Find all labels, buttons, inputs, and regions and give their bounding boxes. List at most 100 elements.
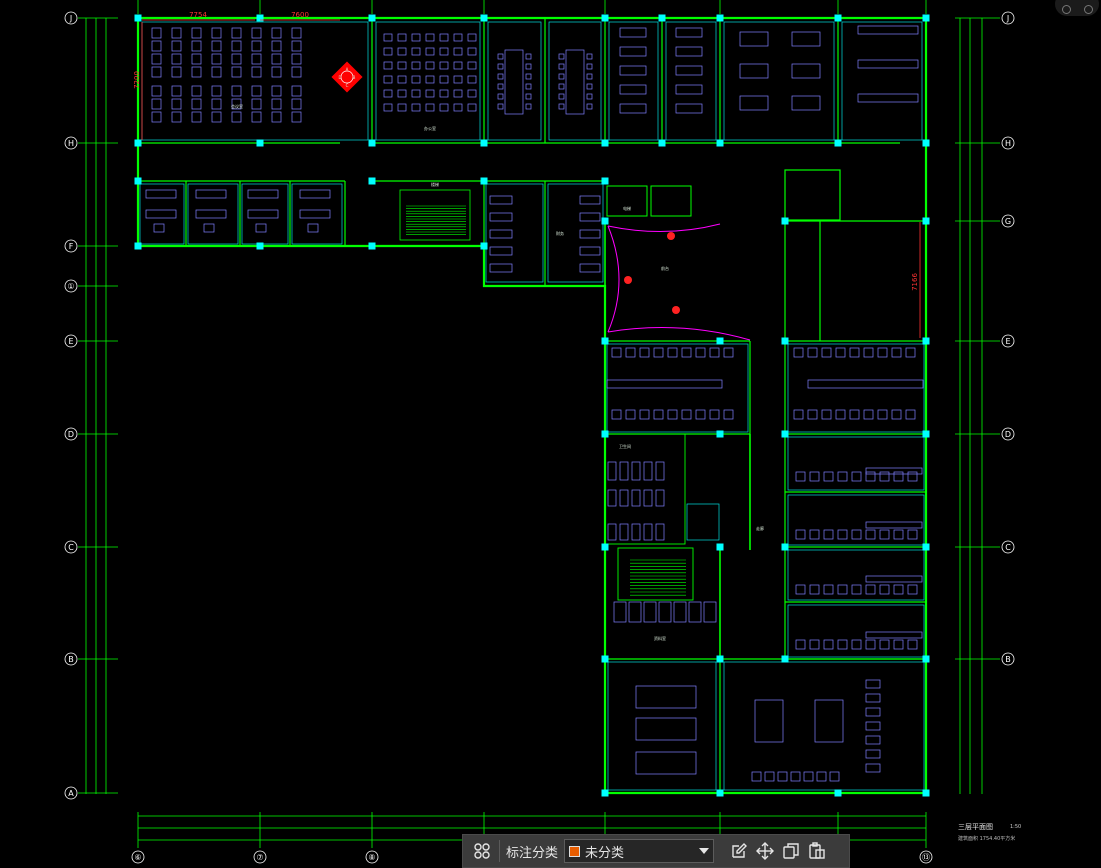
paste-icon[interactable] [804,838,830,864]
furniture-piece [171,98,182,110]
column-bubbles-bottom: ⑥ ⑦ ⑧ ⑬ [131,850,933,864]
furniture-piece [793,409,804,420]
furniture-piece [467,33,477,42]
furniture-piece [586,93,593,100]
furniture-piece [579,246,601,256]
furniture-piece [151,27,162,39]
dim-left-vertical: 7200 [133,71,141,89]
furniture-piece [809,471,820,482]
furniture-piece [619,489,629,507]
furniture-piece [255,223,267,233]
furniture-piece [558,53,565,60]
marker-c: C [346,83,349,88]
furniture-piece [467,47,477,56]
furniture-piece [857,25,919,35]
furniture-piece [863,347,874,358]
furniture-piece [151,53,162,65]
room-label-stair: 楼梯 [431,181,439,187]
furniture-piece [203,223,215,233]
furniture-piece [655,461,665,481]
furniture-piece [439,103,449,112]
furniture-piece [795,471,806,482]
grid-col-6: ⑥ [134,853,141,862]
furniture-piece [631,523,641,541]
layers-icon[interactable] [469,838,495,864]
room-label-finance: 财务 [556,230,564,236]
column-marker [716,337,724,345]
furniture-piece [411,47,421,56]
furniture-piece [619,27,647,38]
furniture-piece [195,209,227,219]
corridor-walls [604,221,751,659]
furniture-piece [151,66,162,78]
furniture-piece [231,53,242,65]
toolbar-divider [499,840,500,862]
furniture-piece [191,66,202,78]
furniture-piece [251,66,262,78]
furniture-piece [251,98,262,110]
grid-label-H: H [68,139,74,148]
furniture-layer [145,25,919,782]
furniture-piece [411,61,421,70]
furniture-piece [865,584,876,595]
furniture-piece [247,209,279,219]
furniture-piece [619,103,647,114]
furniture-piece [655,523,665,541]
furniture-piece [558,63,565,70]
lobby-arcs [607,223,751,341]
drawing-title: 三层平面图 [958,823,993,831]
furniture-piece [191,27,202,39]
furniture-piece [151,111,162,123]
furniture-piece [816,771,827,782]
furniture-piece [171,27,182,39]
column-marker [256,242,264,250]
furniture-piece [439,89,449,98]
view-toggle-button[interactable] [1055,0,1099,16]
furniture-piece [453,89,463,98]
furniture-piece [681,409,692,420]
furniture-piece [211,98,222,110]
category-label: 标注分类 [506,845,559,861]
grid-col-13: ⑬ [922,853,930,862]
furniture-piece [807,347,818,358]
furniture-piece [851,471,862,482]
furniture-piece [675,84,703,95]
furniture-piece [619,523,629,541]
furniture-piece [467,103,477,112]
category-dropdown[interactable]: 未分类 [564,839,715,863]
interior-walls [138,18,926,793]
room-labels: 会议室 前台 办公室 财务 电梯 楼梯 卫生间 走廊 资料室 [231,103,764,641]
furniture-piece [667,347,678,358]
furniture-piece [525,53,532,60]
furniture-piece [907,639,918,650]
furniture-piece [673,601,687,623]
furniture-piece [791,63,821,79]
furniture-piece [807,409,818,420]
furniture-piece [835,409,846,420]
grid-label-D: D [68,430,74,439]
furniture-piece [857,93,919,103]
dim-right-mid: 7166 [911,273,919,291]
furniture-piece [893,639,904,650]
column-marker [368,14,376,22]
furniture-piece [658,601,672,623]
furniture-piece [723,347,734,358]
furniture-piece [893,529,904,540]
copy-icon[interactable] [778,838,804,864]
furniture-piece [823,584,834,595]
edit-icon[interactable] [726,838,752,864]
furniture-piece [795,639,806,650]
furniture-piece [653,409,664,420]
furniture-piece [504,49,524,115]
move-icon[interactable] [752,838,778,864]
furniture-piece [271,53,282,65]
furniture-piece [643,601,657,623]
furniture-piece [586,63,593,70]
furniture-piece [558,73,565,80]
furniture-piece [865,693,881,703]
furniture-piece [863,409,874,420]
column-marker [601,655,609,663]
furniture-piece [837,529,848,540]
column-marker [480,139,488,147]
